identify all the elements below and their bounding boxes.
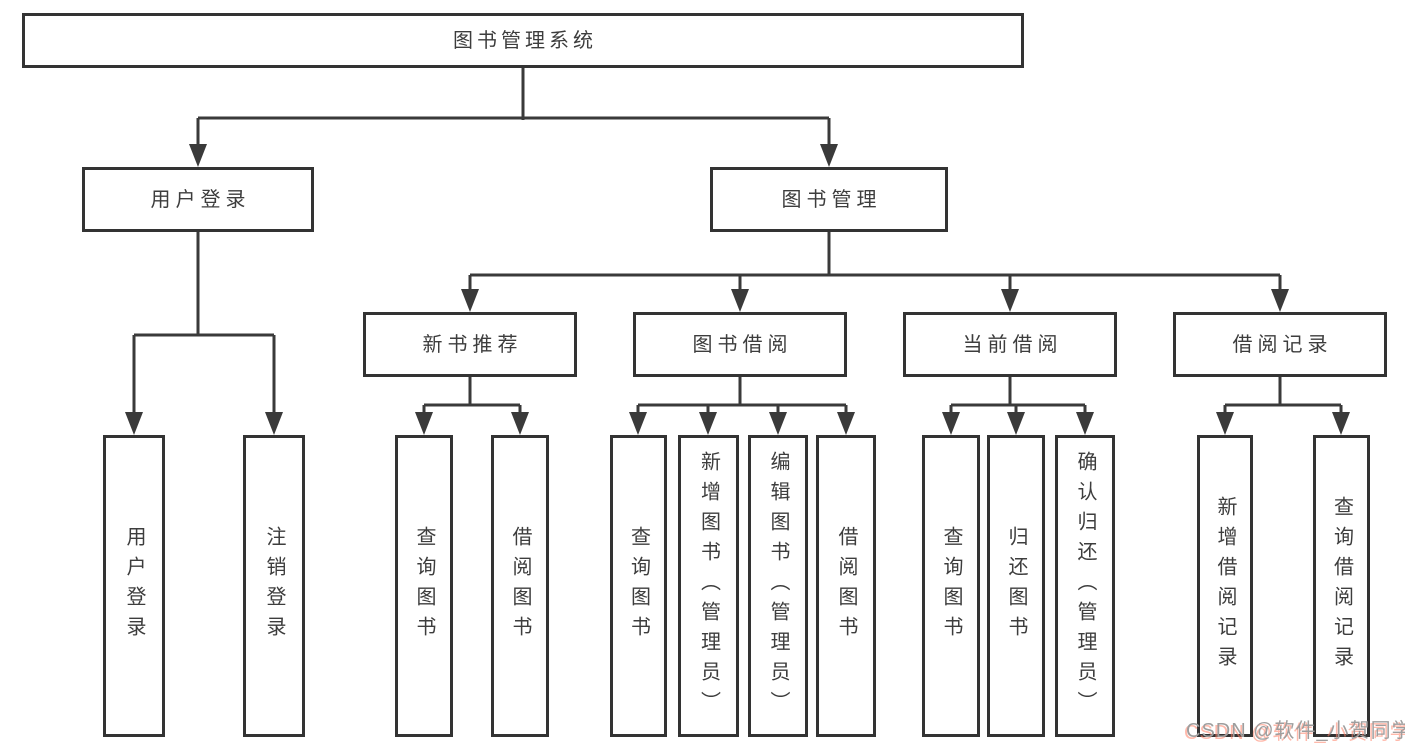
node-user-login: 用户登录 xyxy=(82,167,314,232)
leaf-query-borrow-record: 查询借阅记录 xyxy=(1313,435,1370,737)
arrowheads xyxy=(125,144,1350,435)
tree-branch-lines xyxy=(132,68,1343,416)
leaf-user-login: 用户登录 xyxy=(103,435,165,737)
node-book-borrowing: 图书借阅 xyxy=(633,312,847,377)
leaf-query-books-current: 查询图书 xyxy=(922,435,980,737)
leaf-confirm-return-admin: 确认归还（管理员） xyxy=(1055,435,1115,737)
node-new-book-recommendation: 新书推荐 xyxy=(363,312,577,377)
leaf-borrow-books: 借阅图书 xyxy=(816,435,876,737)
leaf-add-borrow-record: 新增借阅记录 xyxy=(1197,435,1253,737)
leaf-borrow-books-recommend: 借阅图书 xyxy=(491,435,549,737)
leaf-logout: 注销登录 xyxy=(243,435,305,737)
node-borrowing-records: 借阅记录 xyxy=(1173,312,1387,377)
leaf-query-books-recommend: 查询图书 xyxy=(395,435,453,737)
node-library-management-system: 图书管理系统 xyxy=(22,13,1024,68)
leaf-add-books-admin: 新增图书（管理员） xyxy=(678,435,739,737)
leaf-edit-books-admin: 编辑图书（管理员） xyxy=(748,435,808,737)
leaf-return-books: 归还图书 xyxy=(987,435,1045,737)
leaf-query-books-borrowing: 查询图书 xyxy=(610,435,667,737)
node-current-borrowing: 当前借阅 xyxy=(903,312,1117,377)
node-book-management: 图书管理 xyxy=(710,167,948,232)
